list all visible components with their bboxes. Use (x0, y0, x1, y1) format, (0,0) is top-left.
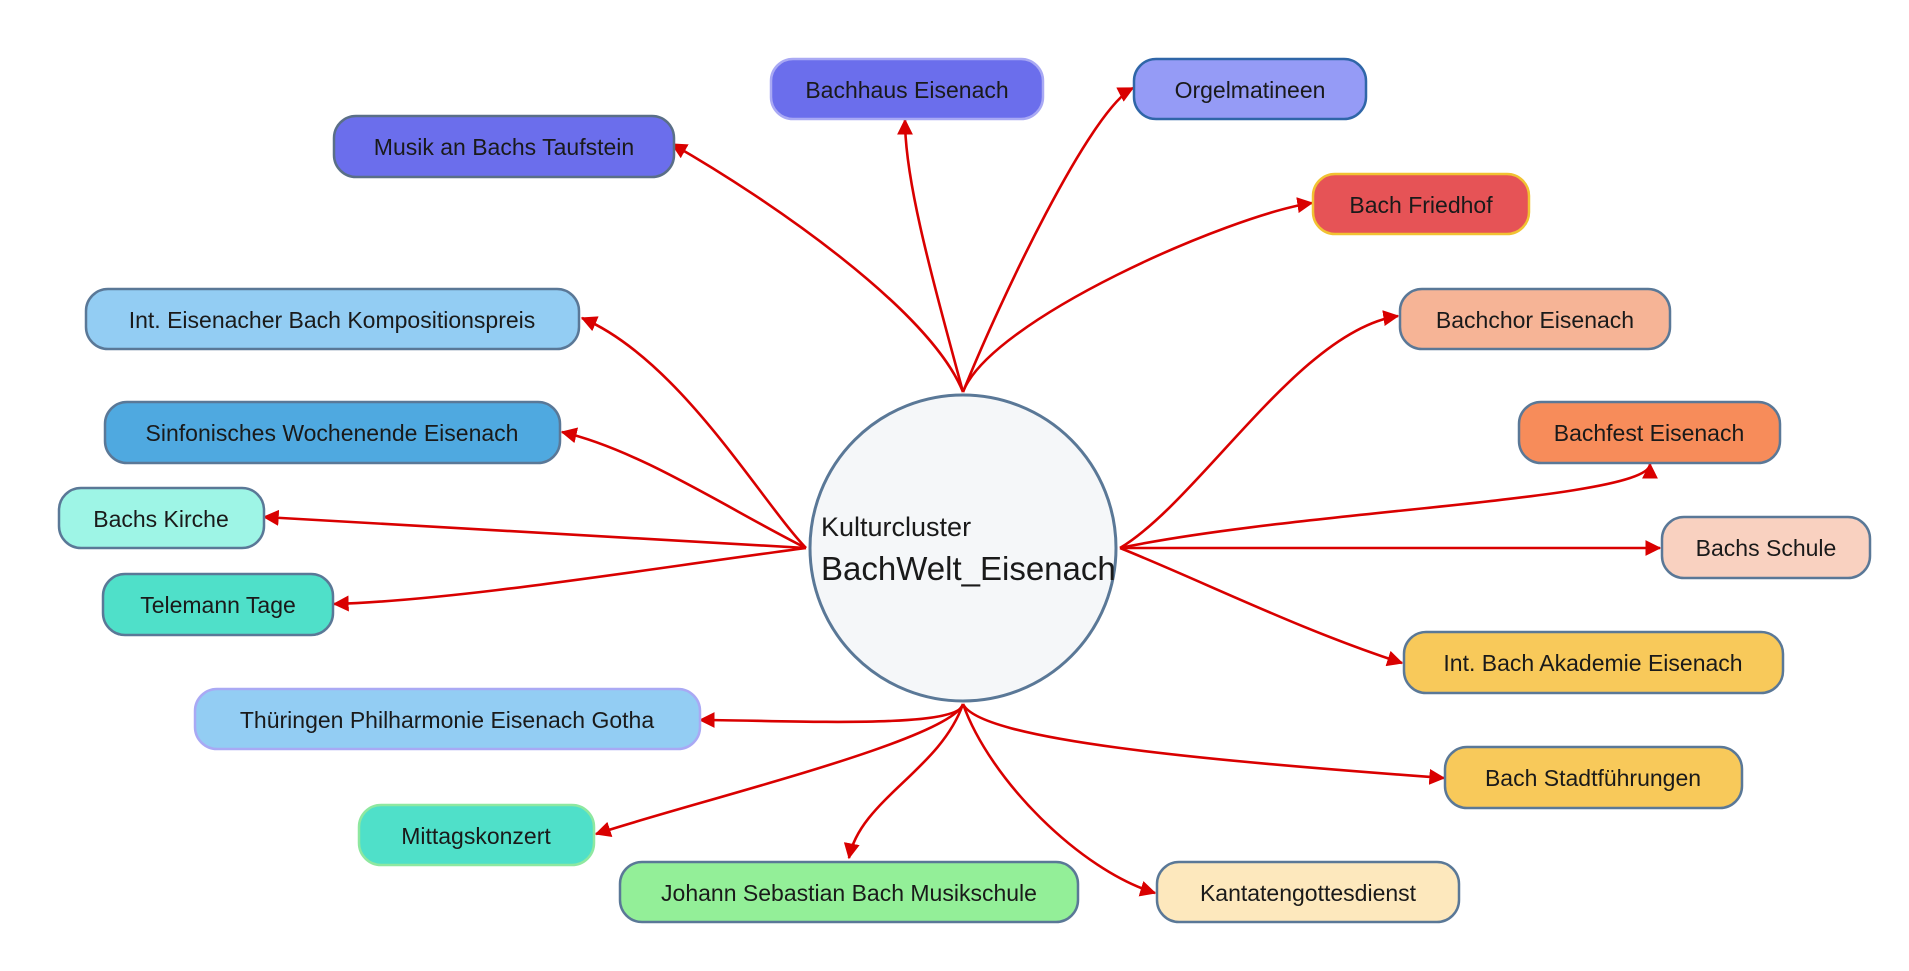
node-label-orgel: Orgelmatineen (1175, 77, 1326, 103)
edge-kantaten (961, 703, 1157, 897)
edge-stadtfuehrungen (961, 703, 1446, 785)
edge-orgel (961, 86, 1135, 393)
node-label-musikschule: Johann Sebastian Bach Musikschule (661, 880, 1037, 906)
node-label-stadtfuehrungen: Bach Stadtführungen (1485, 765, 1701, 791)
edge-musikschule (843, 703, 965, 860)
node-orgel[interactable]: Orgelmatineen (1132, 57, 1368, 121)
edge-kirche (262, 509, 807, 550)
edges (262, 86, 1662, 897)
node-kompositionspreis[interactable]: Int. Eisenacher Bach Kompositionspreis (84, 287, 581, 351)
node-label-friedhof: Bach Friedhof (1349, 192, 1493, 218)
node-label-philharmonie: Thüringen Philharmonie Eisenach Gotha (240, 707, 654, 733)
node-bachhaus[interactable]: Bachhaus Eisenach (769, 57, 1045, 121)
node-kantaten[interactable]: Kantatengottesdienst (1155, 860, 1461, 924)
node-label-taufstein: Musik an Bachs Taufstein (374, 134, 634, 160)
center-title-line2: BachWelt_Eisenach (821, 550, 1116, 587)
node-taufstein[interactable]: Musik an Bachs Taufstein (332, 114, 676, 179)
node-label-telemann: Telemann Tage (140, 592, 296, 618)
edge-taufstein (670, 142, 965, 393)
node-kirche[interactable]: Bachs Kirche (57, 486, 266, 550)
center-node[interactable]: Kulturcluster BachWelt_Eisenach (808, 393, 1118, 703)
node-mittag[interactable]: Mittagskonzert (357, 803, 596, 867)
edge-sinfonisch (560, 427, 807, 550)
edge-bachchor (1119, 310, 1400, 550)
edge-bachfest (1119, 462, 1658, 550)
node-friedhof[interactable]: Bach Friedhof (1311, 172, 1531, 236)
center-circle (808, 393, 1118, 703)
node-label-schule: Bachs Schule (1696, 535, 1837, 561)
node-telemann[interactable]: Telemann Tage (101, 572, 335, 637)
node-label-kantaten: Kantatengottesdienst (1200, 880, 1417, 906)
node-label-sinfonisch: Sinfonisches Wochenende Eisenach (146, 420, 519, 446)
edge-akademie (1119, 546, 1404, 667)
edge-mittag (594, 703, 965, 838)
edge-kompositionspreis (580, 316, 807, 549)
node-schule[interactable]: Bachs Schule (1660, 515, 1872, 580)
edge-philharmonie (698, 703, 965, 729)
node-label-kompositionspreis: Int. Eisenacher Bach Kompositionspreis (129, 307, 536, 333)
node-stadtfuehrungen[interactable]: Bach Stadtführungen (1443, 745, 1744, 810)
node-philharmonie[interactable]: Thüringen Philharmonie Eisenach Gotha (193, 687, 702, 751)
node-label-bachchor: Bachchor Eisenach (1436, 307, 1634, 333)
node-sinfonisch[interactable]: Sinfonisches Wochenende Eisenach (103, 400, 562, 465)
node-label-akademie: Int. Bach Akademie Eisenach (1443, 650, 1742, 676)
node-label-bachfest: Bachfest Eisenach (1554, 420, 1745, 446)
edge-telemann (332, 546, 807, 612)
node-musikschule[interactable]: Johann Sebastian Bach Musikschule (618, 860, 1080, 924)
edge-friedhof (961, 197, 1314, 393)
node-label-kirche: Bachs Kirche (93, 506, 229, 532)
node-akademie[interactable]: Int. Bach Akademie Eisenach (1402, 630, 1785, 695)
center-title-line1: Kulturcluster (821, 512, 971, 542)
edge-bachhaus (897, 118, 965, 393)
node-label-bachhaus: Bachhaus Eisenach (805, 77, 1008, 103)
node-bachfest[interactable]: Bachfest Eisenach (1517, 400, 1782, 465)
node-bachchor[interactable]: Bachchor Eisenach (1398, 287, 1672, 351)
node-label-mittag: Mittagskonzert (401, 823, 551, 849)
